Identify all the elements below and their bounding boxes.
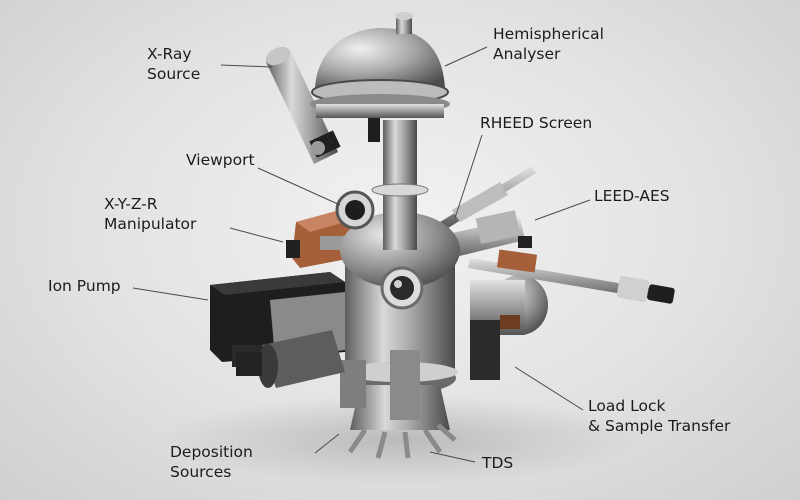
manipulator-leader (229, 227, 284, 243)
load-lock-chamber (470, 275, 548, 380)
leed-aes-label: LEED-AES (594, 187, 670, 205)
viewport-label: Viewport (186, 151, 255, 169)
load-lock-leader (514, 366, 584, 411)
deposition-label-line2: Sources (170, 463, 232, 481)
load-lock-label-line2: & Sample Transfer (588, 417, 731, 435)
tds-leader (429, 451, 476, 463)
viewport-flange (335, 190, 375, 230)
deposition-leader (314, 433, 340, 454)
deposition-sources (340, 350, 457, 459)
rheed-screen (452, 182, 508, 222)
ion-pump-leader (132, 287, 209, 301)
load-lock-label: Load Lock & Sample Transfer (588, 396, 730, 436)
xray-source-label: X-Ray Source (147, 44, 200, 84)
lower-left-pump (236, 330, 345, 388)
floor-shadow (160, 395, 640, 485)
hemispherical-analyser (310, 12, 450, 142)
hemispherical-label-line1: Hemispherical (493, 25, 604, 43)
ion-pump-label: Ion Pump (48, 277, 121, 295)
xray-label-line1: X-Ray (147, 45, 192, 63)
rheed-screen-label: RHEED Screen (480, 114, 593, 132)
manipulator-label-line2: Manipulator (104, 215, 197, 233)
leed-aes-unit (430, 210, 538, 273)
deposition-sources-label: Deposition Sources (170, 442, 253, 482)
rheed-leader (454, 134, 483, 219)
lower-viewport (380, 266, 424, 310)
hemispherical-leader (444, 46, 488, 67)
manipulator-label-line1: X-Y-Z-R (104, 195, 158, 213)
hemispherical-label-line2: Analyser (493, 45, 561, 63)
viewport-leader (257, 167, 341, 206)
load-lock-label-line1: Load Lock (588, 397, 666, 415)
deposition-label-line1: Deposition (170, 443, 253, 461)
column-flange (371, 183, 429, 197)
tds-label: TDS (482, 454, 514, 472)
xray-leader (220, 64, 273, 68)
xray-label-line2: Source (147, 65, 201, 83)
leed-leader (534, 199, 591, 221)
manipulator-label: X-Y-Z-R Manipulator (104, 194, 196, 234)
leader-lines (132, 46, 591, 463)
xray-source-tube (265, 46, 341, 164)
hemispherical-analyser-label: Hemispherical Analyser (493, 24, 604, 64)
